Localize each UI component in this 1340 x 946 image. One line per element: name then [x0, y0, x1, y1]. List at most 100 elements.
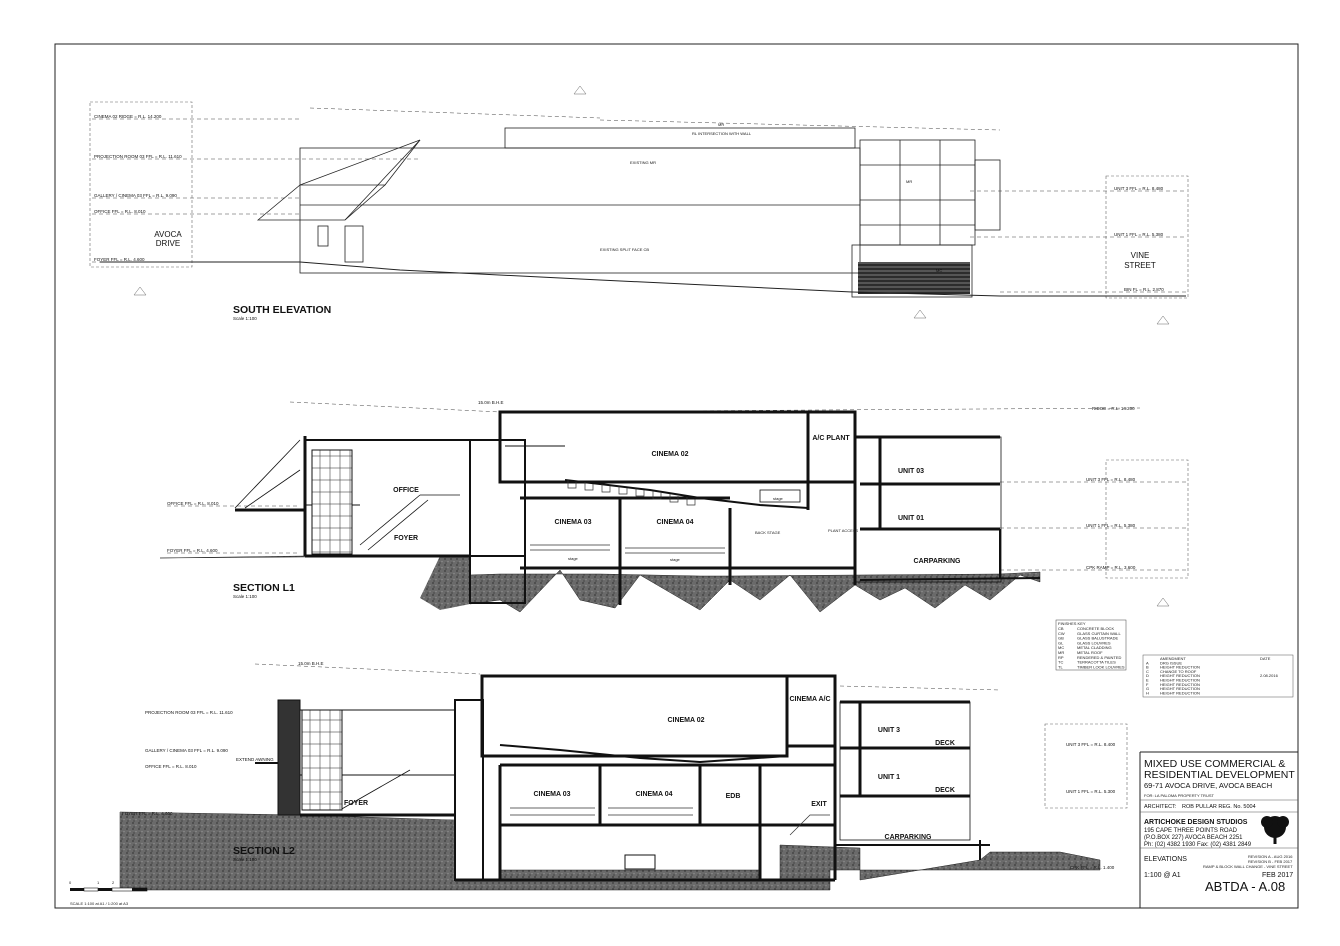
revision-letter: E	[1146, 678, 1149, 683]
l1-room-unit01: UNIT 01	[898, 515, 924, 522]
drawing-date: FEB 2017	[1262, 872, 1293, 879]
revision-note-a: REVISION A - AUG 2016	[1248, 854, 1293, 859]
se-level-unit3: UNIT 3 FFL = R.L. 8.480	[1114, 186, 1164, 191]
se-level-gallery: GALLERY / CINEMA 03 FFL = R.L. 9.090	[94, 193, 177, 198]
l1-foyer-curtain-wall	[311, 449, 353, 555]
l2-room-unit1: UNIT 1	[878, 774, 900, 781]
revision-description: AMENDMENT	[1160, 656, 1186, 661]
revision-date: 2.08.2016	[1260, 673, 1279, 678]
l1-top-note: 15.0m B.H.E	[478, 400, 504, 405]
sheet-border	[54, 43, 1299, 909]
se-level-foyer: FOYER FFL = R.L. 4.600	[94, 257, 145, 262]
finishes-description: METAL CLADDING	[1077, 645, 1112, 650]
finishes-description: METAL ROOF	[1077, 650, 1103, 655]
se-level-projection: PROJECTION ROOM 03 FFL = R.L. 11.610	[94, 154, 182, 159]
architect-label: ARCHITECT:	[1144, 804, 1177, 810]
l2-ngl-label: N.G.L	[425, 812, 436, 817]
l2-room-cinema02: CINEMA 02	[667, 717, 704, 724]
se-ground-line	[100, 261, 1186, 297]
revision-description: HEIGHT REDUCTION	[1160, 682, 1200, 687]
se-note-mr-2: MR	[906, 179, 912, 184]
l2-level-projection: PROJECTION ROOM 03 FFL = R.L. 11.610	[145, 710, 233, 715]
l2-level-unit3: UNIT 3 FFL = R.L. 8.400	[1066, 742, 1116, 747]
finishes-description: CONCRETE BLOCK	[1077, 626, 1114, 631]
revision-letter: C	[1146, 669, 1149, 674]
revision-letter: D	[1146, 673, 1149, 678]
l2-level-foyer: FOYER FFL = R.L. 4.600	[122, 811, 173, 816]
l2-block-wall	[277, 699, 301, 816]
project-client: FOR: LA PALOMA PROPERTY TRUST	[1144, 793, 1215, 798]
firm-name: ARTICHOKE DESIGN STUDIOS	[1144, 819, 1248, 826]
l2-room-cinema-ac-1: CINEMA A/C	[789, 696, 830, 703]
l2-room-carparking: CARPARKING	[885, 834, 932, 841]
l1-level-ridge: RIDGE = R.L. 14.200	[1092, 406, 1135, 411]
l1-room-office: OFFICE	[393, 487, 419, 494]
l2-room-cinema03: CINEMA 03	[533, 791, 570, 798]
project-title-line-2: RESIDENTIAL DEVELOPMENT	[1144, 769, 1295, 781]
l2-room-cinema04: CINEMA 04	[635, 791, 672, 798]
drawing-scale: 1:100 @ A1	[1144, 872, 1181, 879]
revision-letter: A	[1146, 660, 1149, 665]
finishes-code: GB	[1058, 636, 1064, 641]
l2-curtain-wall	[301, 709, 343, 811]
revision-letter: B	[1146, 665, 1149, 670]
se-note-mc: MC	[936, 268, 942, 273]
finishes-code: RP	[1058, 655, 1064, 660]
firm-logo	[1261, 816, 1289, 844]
revision-description: HEIGHT REDUCTION	[1160, 678, 1200, 683]
l2-room-deck-2: DECK	[935, 787, 955, 794]
revision-description: DRG ISSUE	[1160, 660, 1182, 665]
l2-level-office: OFFICE FFL = R.L. 8.010	[145, 764, 197, 769]
l1-label-plant-access: PLANT ACCESS	[828, 528, 858, 533]
se-vine-label-2: STREET	[1124, 261, 1156, 270]
l1-room-ac-plant: A/C PLANT	[812, 435, 850, 442]
l1-level-foyer: FOYER FFL = R.L. 4.600	[167, 548, 218, 553]
revision-note-ramp: RAMP & BLOCK WALL CHANGE - VINE STREET	[1203, 864, 1293, 869]
revision-description: HEIGHT REDUCTION	[1160, 686, 1200, 691]
finishes-description: TERRACOTTA TILES	[1077, 660, 1116, 665]
se-level-unit1: UNIT 1 FFL = R.L. 5.380	[1114, 232, 1164, 237]
section-l2: CINEMA 02 CINEMA A/C UNIT 3 DECK UNIT 1 …	[119, 661, 1128, 891]
revision-letter: F	[1146, 682, 1149, 687]
revision-note-b: REVISION B - FEB 2017	[1248, 859, 1293, 864]
project-address: 69-71 AVOCA DRIVE, AVOCA BEACH	[1144, 781, 1272, 790]
se-title: SOUTH ELEVATION	[233, 304, 331, 316]
revision-description: HEIGHT REDUCTION	[1160, 690, 1200, 695]
l1-level-unit1: UNIT 1 FFL = R.L. 5.380	[1086, 523, 1136, 528]
scale-note: SCALE 1:100 at A1 / 1:200 at A3	[70, 901, 129, 906]
l1-ground	[159, 555, 1041, 613]
se-avoca-label-2: DRIVE	[156, 239, 180, 248]
l1-room-cinema02: CINEMA 02	[651, 451, 688, 458]
firm-address-2: (P.O.BOX 227) AVOCA BEACH 2251	[1144, 835, 1243, 841]
se-vine-label-1: VINE	[1131, 251, 1150, 260]
l1-label-stage-3: stage	[670, 557, 681, 562]
scale-tick-2: 2	[112, 880, 115, 885]
l2-title: SECTION L2	[233, 845, 295, 857]
architect-name: ROB PULLAR REG. No. 5004	[1182, 804, 1256, 810]
drawing-number: ABTDA - A.08	[1205, 879, 1285, 894]
l2-room-deck-1: DECK	[935, 740, 955, 747]
se-note-existing-mr: EXISTING MR	[630, 160, 656, 165]
finishes-description: RENDERED & PAINTED	[1077, 655, 1121, 660]
se-level-cinema-ridge: CINEMA 02 RIDGE = R.L. 14.200	[94, 114, 162, 119]
l1-level-cpk: CPK RAMP = R.L. 3.600	[1086, 565, 1136, 570]
l1-level-office: OFFICE FFL = R.L. 8.010	[167, 501, 219, 506]
se-level-office: OFFICE FFL = R.L. 8.010	[94, 209, 146, 214]
scale-tick-5: 5	[145, 880, 148, 885]
l1-label-backstage: BACK STAGE	[755, 530, 781, 535]
firm-address-1: 195 CAPE THREE POINTS ROAD	[1144, 828, 1238, 834]
l1-label-stage-2: stage	[568, 556, 579, 561]
project-title-line-1: MIXED USE COMMERCIAL &	[1144, 758, 1285, 770]
l2-scale: Scale 1:100	[233, 857, 257, 862]
finishes-code: TC	[1058, 660, 1063, 665]
l2-car	[624, 854, 656, 870]
finishes-code: CW	[1058, 631, 1065, 636]
l1-room-unit03: UNIT 03	[898, 468, 924, 475]
finishes-code: MC	[1058, 645, 1064, 650]
finishes-key-title: FINISHES KEY	[1058, 621, 1086, 626]
revision-letter: H	[1146, 690, 1149, 695]
south-elevation: CINEMA 02 RIDGE = R.L. 14.200 PROJECTION…	[89, 85, 1189, 325]
